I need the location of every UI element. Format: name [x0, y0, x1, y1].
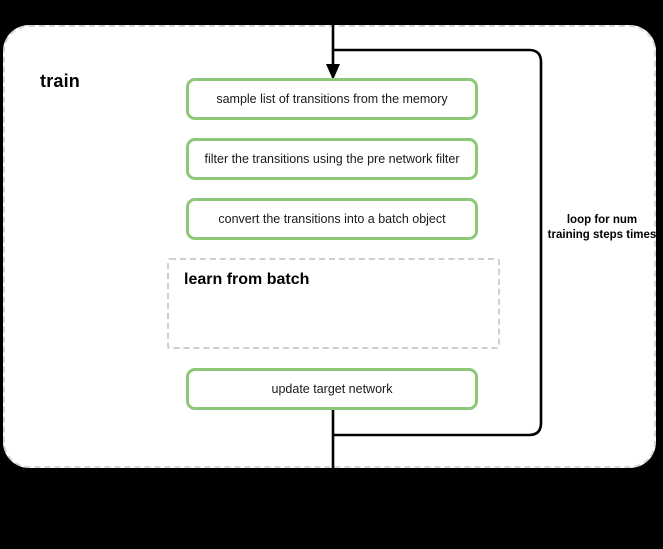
step-box-filter[interactable]: filter the transitions using the pre net…	[186, 138, 478, 180]
group-title-train: train	[40, 71, 81, 91]
step-label-filter: filter the transitions using the pre net…	[204, 151, 460, 166]
learn-from-batch-group: learn from batch	[167, 258, 500, 349]
step-label-update-target-network: update target network	[271, 381, 393, 396]
learn-from-batch-title: learn from batch	[184, 271, 310, 288]
step-box-sample[interactable]: sample list of transitions from the memo…	[186, 78, 478, 120]
step-box-convert[interactable]: convert the transitions into a batch obj…	[186, 198, 478, 240]
step-label-sample: sample list of transitions from the memo…	[216, 91, 448, 106]
step-label-convert: convert the transitions into a batch obj…	[218, 211, 446, 226]
step-box-update-target-network[interactable]: update target network	[186, 368, 478, 410]
loop-annotation-label: loop for num training steps times	[547, 214, 657, 241]
